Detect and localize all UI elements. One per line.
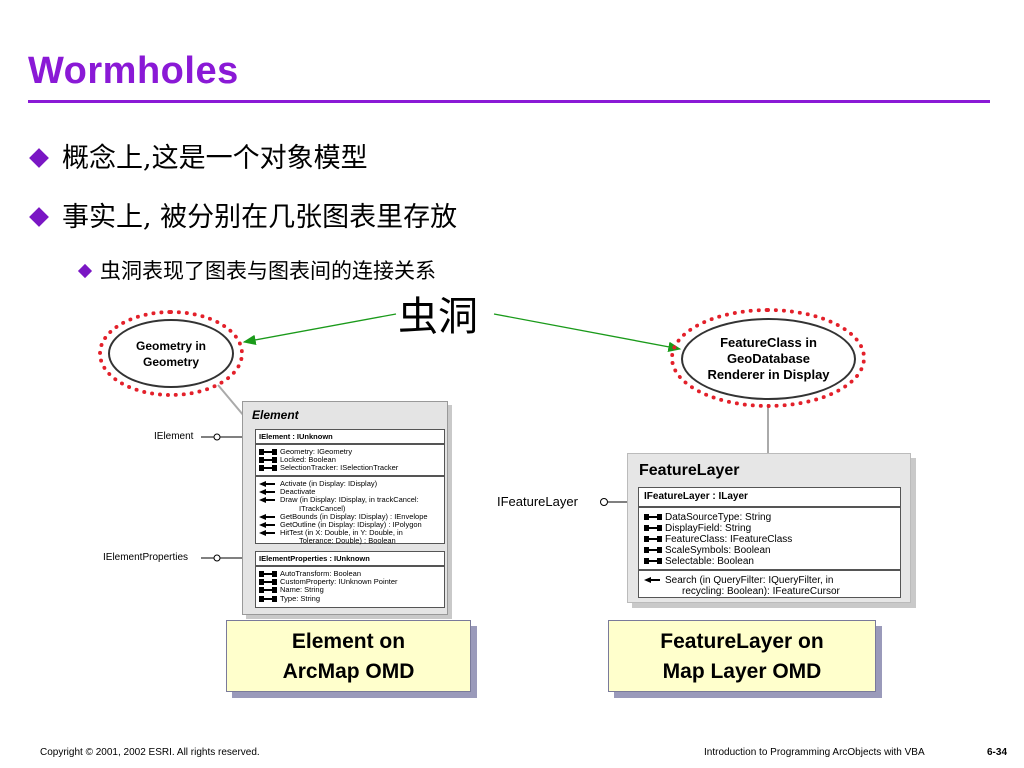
bullet-2-text: 事实上, 被分别在几张图表里存放 — [62, 202, 458, 233]
element-link-line — [217, 384, 245, 417]
bullet-1: 概念上,这是一个对象模型 — [28, 136, 368, 175]
caption-left: Element on ArcMap OMD — [226, 620, 471, 692]
ielement-method-4: GetOutline (in Display: IDisplay) : IPol… — [259, 520, 441, 529]
featurelayer-prop-2: FeatureClass: IFeatureClass — [644, 534, 895, 545]
bullet-1-text: 概念上,这是一个对象模型 — [62, 143, 368, 174]
ielement-method-5: HitTest (in X: Double, in Y: Double, in — [259, 529, 441, 537]
bullet-2: 事实上, 被分别在几张图表里存放 — [28, 195, 457, 234]
sub-bullet-text: 虫洞表现了图表与图表间的连接关系 — [100, 259, 436, 283]
left-wormhole-line1: Geometry in — [135, 338, 207, 353]
ifeaturelayer-interface-label: IFeatureLayer — [497, 494, 578, 509]
ielement-prop-2: SelectionTracker: ISelectionTracker — [259, 464, 441, 472]
ielement-interface-label: IElement — [154, 431, 194, 442]
iprops-prop-3: Type: String — [259, 594, 441, 603]
page-title: Wormholes — [28, 50, 239, 92]
ielementproperties-interface-label: IElementProperties — [103, 552, 189, 563]
left-connector-arrow — [242, 313, 397, 345]
element-class-box: Element IElement : IUnknown Geometry: IG… — [242, 401, 448, 615]
footer-copyright: Copyright © 2001, 2002 ESRI. All rights … — [40, 747, 260, 758]
sub-bullet: 虫洞表现了图表与图表间的连接关系 — [77, 255, 436, 285]
element-class-name: Element — [252, 408, 299, 422]
right-wormhole-line1: FeatureClass in — [720, 335, 817, 350]
featurelayer-prop-0: DataSourceType: String — [644, 512, 895, 523]
iprops-prop-0: AutoTransform: Boolean — [259, 569, 441, 578]
right-connector-arrow — [493, 313, 682, 352]
iprops-header: IElementProperties : IUnknown — [259, 554, 370, 563]
ielement-header: IElement : IUnknown — [259, 432, 333, 441]
left-wormhole-ring — [98, 310, 244, 397]
ielement-method-3: GetBounds (in Display: IDisplay) : IEnve… — [259, 512, 441, 521]
ielement-method-5-cont: Tolerance: Double) : Boolean — [299, 536, 396, 546]
caption-right: FeatureLayer on Map Layer OMD — [608, 620, 876, 692]
featurelayer-prop-4: Selectable: Boolean — [644, 556, 895, 567]
featurelayer-prop-3: ScaleSymbols: Boolean — [644, 545, 895, 556]
featurelayer-method: Search (in QueryFilter: IQueryFilter, in — [644, 575, 895, 586]
right-wormhole-ring — [670, 308, 866, 408]
wormhole-label: 虫洞 — [398, 294, 478, 340]
ielement-method-2: Draw (in Display: IDisplay, in trackCanc… — [259, 496, 441, 504]
caption-left-line1: Element on — [291, 630, 406, 653]
ielement-method-2-cont: ITrackCancel) — [299, 503, 346, 513]
right-wormhole-line3: Renderer in Display — [707, 367, 830, 382]
iprops-prop-1: CustomProperty: IUnknown Pointer — [259, 578, 441, 586]
caption-left-line2: ArcMap OMD — [282, 660, 415, 683]
ielement-method-0: Activate (in Display: IDisplay) — [259, 479, 441, 488]
right-wormhole-line2: GeoDatabase — [726, 351, 811, 366]
footer-course: Introduction to Programming ArcObjects w… — [704, 747, 925, 758]
caption-right-line2: Map Layer OMD — [662, 660, 822, 683]
featurelayer-prop-1: DisplayField: String — [644, 523, 895, 534]
featurelayer-class-name: FeatureLayer — [639, 462, 740, 479]
caption-right-line1: FeatureLayer on — [660, 630, 824, 653]
featurelayer-class-box: FeatureLayer IFeatureLayer : ILayer Data… — [627, 453, 911, 603]
ielement-prop-1: Locked: Boolean — [259, 456, 441, 464]
iprops-prop-2: Name: String — [259, 586, 441, 594]
footer-page-number: 6-34 — [987, 747, 1008, 758]
featurelayer-header: IFeatureLayer : ILayer — [644, 491, 748, 502]
ielement-prop-0: Geometry: IGeometry — [259, 447, 441, 456]
ielement-method-1: Deactivate — [259, 488, 441, 496]
featurelayer-method-cont: recycling: Boolean): IFeatureCursor — [682, 586, 840, 597]
left-wormhole-line2: Geometry — [142, 354, 200, 369]
title-rule — [28, 100, 990, 103]
